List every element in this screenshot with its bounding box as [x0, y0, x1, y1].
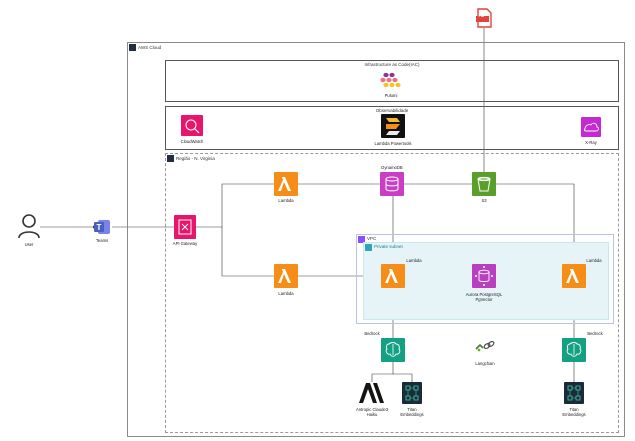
titan-left-label-line2: Embeddings — [400, 412, 424, 417]
bedrock-left-label: Bedrock — [364, 331, 380, 336]
iac-label: Infrastructure as Code(IAC) — [364, 62, 420, 67]
teams-icon: T — [94, 219, 111, 235]
vpc-icon — [358, 236, 365, 243]
lambda-top-icon — [274, 172, 298, 196]
bedrock-right-icon — [562, 338, 586, 362]
aws-cloud-icon — [129, 44, 136, 51]
langchain-label: Langchain — [475, 361, 495, 366]
titan-left-label-line1: Titan — [407, 407, 417, 412]
lambda-powertools-icon — [381, 114, 405, 138]
private-subnet-label: Private subnet — [374, 244, 403, 249]
user-label: User — [24, 242, 34, 247]
region-label: Região - N. Virginia — [176, 156, 215, 161]
dynamodb-label: DynamoDB — [381, 165, 403, 170]
region-group: Região - N. Virginia — [165, 153, 619, 433]
lambda-bottom-icon — [274, 264, 298, 288]
xray-icon — [581, 117, 601, 137]
private-subnet-icon — [365, 244, 372, 251]
s3-label: S3 — [481, 198, 487, 203]
bedrock-left-icon — [381, 338, 405, 362]
titan-left-icon — [402, 382, 422, 404]
line-bedrock-left-models — [371, 362, 394, 382]
user-icon — [18, 213, 40, 239]
lambda-top-label: Lambda — [278, 198, 294, 203]
bedrock-right-label: Bedrock — [587, 331, 603, 336]
line-api-lambda-bottom — [221, 227, 274, 277]
langchain-icon — [474, 339, 496, 353]
pdf-icon — [474, 8, 494, 28]
aurora-postgresql-icon — [472, 264, 496, 288]
pulumi-icon — [380, 71, 401, 91]
lambda-vpc-left-label: Lambda — [406, 258, 422, 263]
vpc-label: VPC — [367, 236, 377, 241]
api-gateway-label: API Gateway — [172, 241, 198, 246]
anthropic-label-line2: Haiku — [366, 412, 378, 417]
lambda-powertools-label: Lambda Powertools — [374, 141, 412, 146]
teams-label: Teams — [95, 238, 109, 243]
anthropic-logo-icon — [358, 382, 384, 404]
xray-label: X-Ray — [585, 140, 597, 145]
observability-label: Observabilidade — [375, 108, 409, 113]
lambda-vpc-left-icon — [381, 264, 405, 288]
aws-cloud-label: AWS Cloud — [138, 45, 162, 50]
iac-group: Infrastructure as Code(IAC) — [165, 60, 619, 102]
dynamodb-icon — [380, 172, 404, 196]
vpc-group: VPC — [356, 234, 614, 324]
aurora-label-line1: Aurora PostgreSQL — [465, 292, 503, 297]
region-flag-icon — [167, 155, 174, 162]
titan-right-icon — [564, 382, 584, 404]
lambda-vpc-right-label: Lambda — [586, 258, 602, 263]
aurora-label-line2: PgVector — [475, 297, 493, 302]
line-s3-lambda-right — [496, 183, 575, 264]
pulumi-label: Pulumi — [384, 93, 398, 98]
titan-right-label-line1: Titan — [569, 407, 579, 412]
aws-cloud-group: AWS Cloud — [127, 42, 625, 437]
s3-icon — [472, 172, 496, 196]
svg-text:T: T — [97, 223, 102, 232]
lambda-bottom-label: Lambda — [278, 291, 294, 296]
cloudwatch-icon — [181, 115, 203, 136]
observability-group: Observabilidade — [165, 106, 619, 150]
line-bedrock-left-titan — [393, 373, 413, 382]
titan-right-label-line2: Embeddings — [562, 412, 586, 417]
cloudwatch-label: CloudWatch — [180, 139, 204, 144]
anthropic-label-line1: Antropic Claude3 — [355, 407, 389, 412]
pdf-label: PDF — [478, 14, 486, 18]
lambda-vpc-right-icon — [562, 264, 586, 288]
api-gateway-icon — [174, 215, 196, 239]
line-api-lambda-top — [196, 183, 274, 228]
